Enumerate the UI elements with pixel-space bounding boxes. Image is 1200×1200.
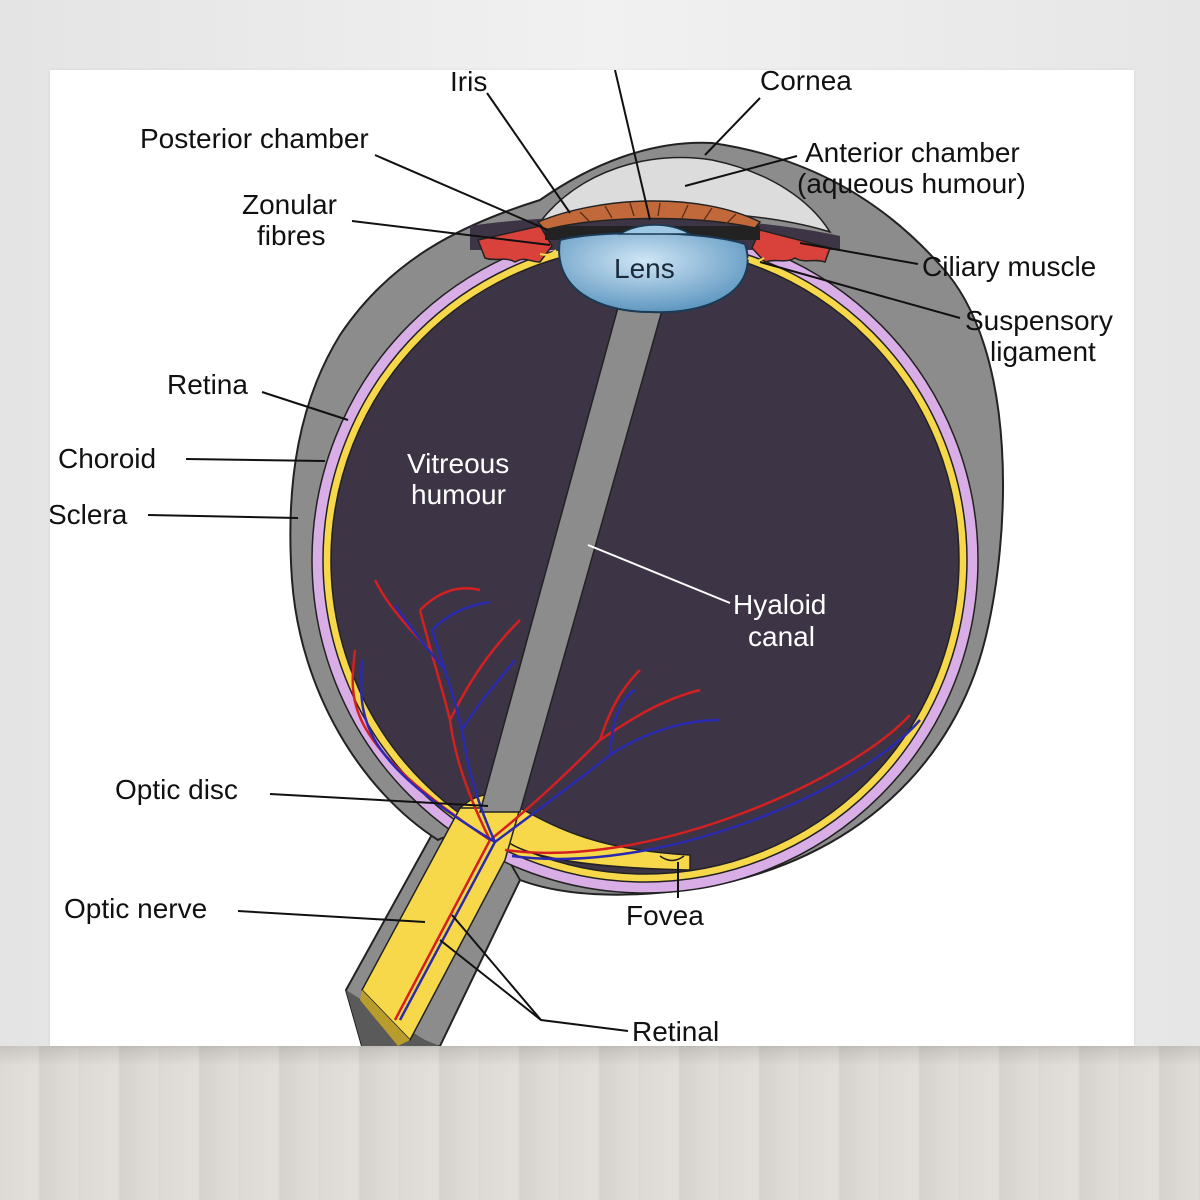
label-aqueous-humour: (aqueous humour) <box>797 168 1026 199</box>
leader-lines-white <box>587 544 731 604</box>
label-sclera: Sclera <box>50 499 128 530</box>
eye-anatomy-diagram: Iris Cornea Posterior chamber Anterior c… <box>50 70 1113 1046</box>
label-suspensory: Suspensory <box>965 305 1113 336</box>
label-ligament: ligament <box>990 336 1096 367</box>
ciliary-muscle-left <box>476 225 553 263</box>
label-retinal: Retinal <box>632 1016 719 1046</box>
suspensory-ligament-left <box>539 249 557 256</box>
floor-shadow <box>0 1046 1200 1066</box>
label-fibres: fibres <box>257 220 325 251</box>
ciliary-muscle-right <box>751 229 831 263</box>
floor <box>0 1046 1200 1200</box>
retinal-veins <box>359 600 921 1021</box>
label-posterior-chamber: Posterior chamber <box>140 123 369 154</box>
label-retina: Retina <box>167 369 248 400</box>
lens-nucleus-bump <box>617 224 693 235</box>
label-ciliary-muscle: Ciliary muscle <box>922 251 1096 282</box>
leader-lines <box>147 70 961 1032</box>
optic-nerve-end-cut <box>360 990 410 1046</box>
label-zonular: Zonular <box>242 189 337 220</box>
label-humour: humour <box>411 479 506 510</box>
label-choroid: Choroid <box>58 443 156 474</box>
label-optic-nerve: Optic nerve <box>64 893 207 924</box>
suspensory-ligament-right <box>747 257 765 262</box>
label-vitreous: Vitreous <box>407 448 509 479</box>
eye-diagram-poster: Iris Cornea Posterior chamber Anterior c… <box>50 70 1134 1046</box>
fovea-dip <box>659 855 685 862</box>
label-cornea: Cornea <box>760 70 852 96</box>
iris-striations <box>579 202 737 225</box>
label-anterior-chamber: Anterior chamber <box>805 137 1020 168</box>
label-iris: Iris <box>450 70 487 97</box>
label-fovea: Fovea <box>626 900 704 931</box>
optic-nerve-end-shadow <box>346 990 440 1046</box>
label-lens: Lens <box>614 253 675 284</box>
label-optic-disc: Optic disc <box>115 774 238 805</box>
label-canal: canal <box>748 621 815 652</box>
label-hyaloid: Hyaloid <box>733 589 826 620</box>
